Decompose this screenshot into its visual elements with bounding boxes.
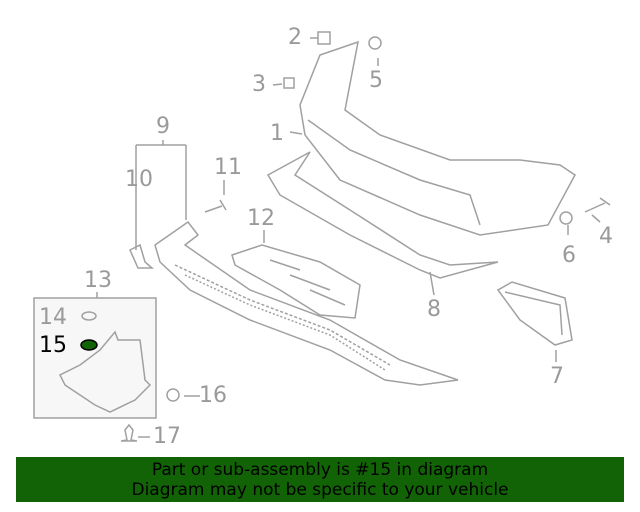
washer-14 xyxy=(81,311,97,321)
clip-15 xyxy=(80,339,98,351)
callout-10[interactable]: 10 xyxy=(125,167,153,192)
callout-5[interactable]: 5 xyxy=(369,68,383,93)
callout-11[interactable]: 11 xyxy=(214,155,242,180)
banner-line-2: Diagram may not be specific to your vehi… xyxy=(131,480,509,500)
callout-4[interactable]: 4 xyxy=(599,224,613,249)
callout-14[interactable]: 14 xyxy=(39,305,67,330)
callout-1[interactable]: 1 xyxy=(270,121,284,146)
bolt-4 xyxy=(584,197,611,213)
callout-6[interactable]: 6 xyxy=(562,243,576,268)
info-banner: Part or sub-assembly is #15 in diagram D… xyxy=(16,457,624,502)
clip-5 xyxy=(368,36,382,50)
clip-16 xyxy=(166,388,180,402)
callout-17[interactable]: 17 xyxy=(153,424,181,449)
callout-16[interactable]: 16 xyxy=(199,383,227,408)
bumper-cover xyxy=(299,40,576,236)
small-bracket xyxy=(129,243,155,269)
bolt-3 xyxy=(283,77,295,89)
bracket xyxy=(231,244,361,319)
clip-6 xyxy=(559,211,573,225)
splash-shield xyxy=(58,330,152,413)
reflector xyxy=(496,281,573,346)
callout-9[interactable]: 9 xyxy=(156,114,170,139)
callout-15[interactable]: 15 xyxy=(39,333,67,358)
callout-7[interactable]: 7 xyxy=(550,364,564,389)
bumper-cover-edge xyxy=(307,119,481,226)
callout-8[interactable]: 8 xyxy=(427,297,441,322)
lower-strip xyxy=(266,151,499,279)
callout-13[interactable]: 13 xyxy=(84,268,112,293)
bolt-2 xyxy=(317,31,331,45)
banner-line-1: Part or sub-assembly is #15 in diagram xyxy=(151,460,489,480)
lower-valance xyxy=(154,220,459,386)
callout-2[interactable]: 2 xyxy=(288,25,302,50)
callout-3[interactable]: 3 xyxy=(252,72,266,97)
bolt-11 xyxy=(204,199,227,213)
callout-12[interactable]: 12 xyxy=(247,206,275,231)
screw-17 xyxy=(120,423,138,442)
